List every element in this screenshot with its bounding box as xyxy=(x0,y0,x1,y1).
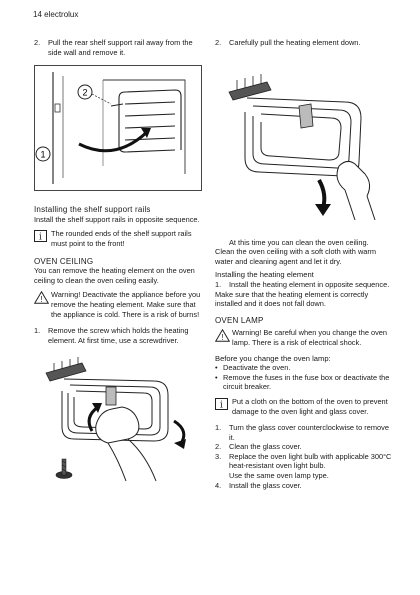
step-item: 3. Replace the oven light bulb with appl… xyxy=(215,451,392,471)
step-item: Use the same oven lamp type. xyxy=(229,471,329,481)
install-heater-note: Make sure that the heating element is co… xyxy=(215,289,369,309)
bullet-item: • Deactivate the oven. xyxy=(215,363,291,373)
bullet-text: Remove the fuses in the fuse box or deac… xyxy=(223,372,390,392)
step-install-heater: 1. Install the heating element in opposi… xyxy=(215,280,393,290)
oven-ceiling-heading: OVEN CEILING xyxy=(34,256,94,266)
step-item: 2. Clean the glass cover. xyxy=(215,442,302,452)
bullet-text: Deactivate the oven. xyxy=(223,363,291,373)
step-number: 1. xyxy=(34,326,41,336)
step-item: 1. Turn the glass cover counterclockwise… xyxy=(215,423,389,442)
page-header: 14 electrolux xyxy=(33,10,78,19)
step-text: Carefully pull the heating element down. xyxy=(229,38,361,47)
left-column: 2. Pull the rear shelf support rail away… xyxy=(34,38,204,484)
warning-shock: ! Warning! Be careful when you change th… xyxy=(215,328,393,347)
warning-icon: ! xyxy=(215,329,232,342)
clean-ceiling-text: At this time you can clean the oven ceil… xyxy=(229,237,369,247)
step-text: Install the heating element in opposite … xyxy=(229,279,390,289)
remove-screw-illustration xyxy=(34,351,200,484)
installing-rails-heading: Installing the shelf support rails xyxy=(34,205,151,215)
step-item: 4. Install the glass cover. xyxy=(215,480,302,490)
step-remove-screw: 1. Remove the screw which holds the heat… xyxy=(34,326,204,345)
step-number: 2. xyxy=(34,38,41,47)
oven-ceiling-text: You can remove the heating element on th… xyxy=(34,266,195,285)
svg-text:!: ! xyxy=(40,295,42,304)
note-text: The rounded ends of the shelf support ra… xyxy=(51,229,192,248)
svg-text:i: i xyxy=(39,233,42,243)
info-icon: i xyxy=(34,230,51,243)
lamp-steps: 1. Turn the glass cover counterclockwise… xyxy=(215,423,393,490)
step-number: 1. xyxy=(215,279,222,289)
oven-lamp-heading: OVEN LAMP xyxy=(215,315,264,325)
step-text: Remove the screw which holds the heating… xyxy=(48,326,189,345)
svg-text:!: ! xyxy=(221,333,223,342)
step-pull-rail: 2. Pull the rear shelf support rail away… xyxy=(34,38,204,57)
installing-rails-text: Install the shelf support rails in oppos… xyxy=(34,214,200,224)
clean-instructions: Clean the oven ceiling with a soft cloth… xyxy=(215,247,377,266)
shelf-rail-illustration: 2 1 xyxy=(34,65,202,192)
page-number: 14 xyxy=(33,10,42,19)
note-text: Put a cloth on the bottom of the oven to… xyxy=(232,396,388,416)
info-icon: i xyxy=(215,397,232,411)
step-text: Pull the rear shelf support rail away fr… xyxy=(48,38,193,57)
warning-icon: ! xyxy=(34,291,51,304)
step-number: 2. xyxy=(215,38,222,47)
svg-text:i: i xyxy=(220,400,223,410)
warning-text: Warning! Be careful when you change the … xyxy=(232,328,388,347)
installing-heater-heading: Installing the heating element xyxy=(215,270,314,280)
right-column: 2. Carefully pull the heating element do… xyxy=(215,38,393,490)
bullet-item: • Remove the fuses in the fuse box or de… xyxy=(215,373,393,392)
callout-2: 2 xyxy=(82,88,87,98)
warning-text: Warning! Deactivate the appliance before… xyxy=(51,290,201,319)
callout-1: 1 xyxy=(40,150,45,160)
brand-name: electrolux xyxy=(44,10,79,19)
before-change-heading: Before you change the oven lamp: xyxy=(215,353,331,363)
warning-burns: ! Warning! Deactivate the appliance befo… xyxy=(34,290,204,319)
note-cloth: i Put a cloth on the bottom of the oven … xyxy=(215,397,393,416)
pull-heater-illustration xyxy=(215,61,385,222)
step-pull-heater: 2. Carefully pull the heating element do… xyxy=(215,38,393,48)
note-rounded-ends: i The rounded ends of the shelf support … xyxy=(34,229,204,248)
